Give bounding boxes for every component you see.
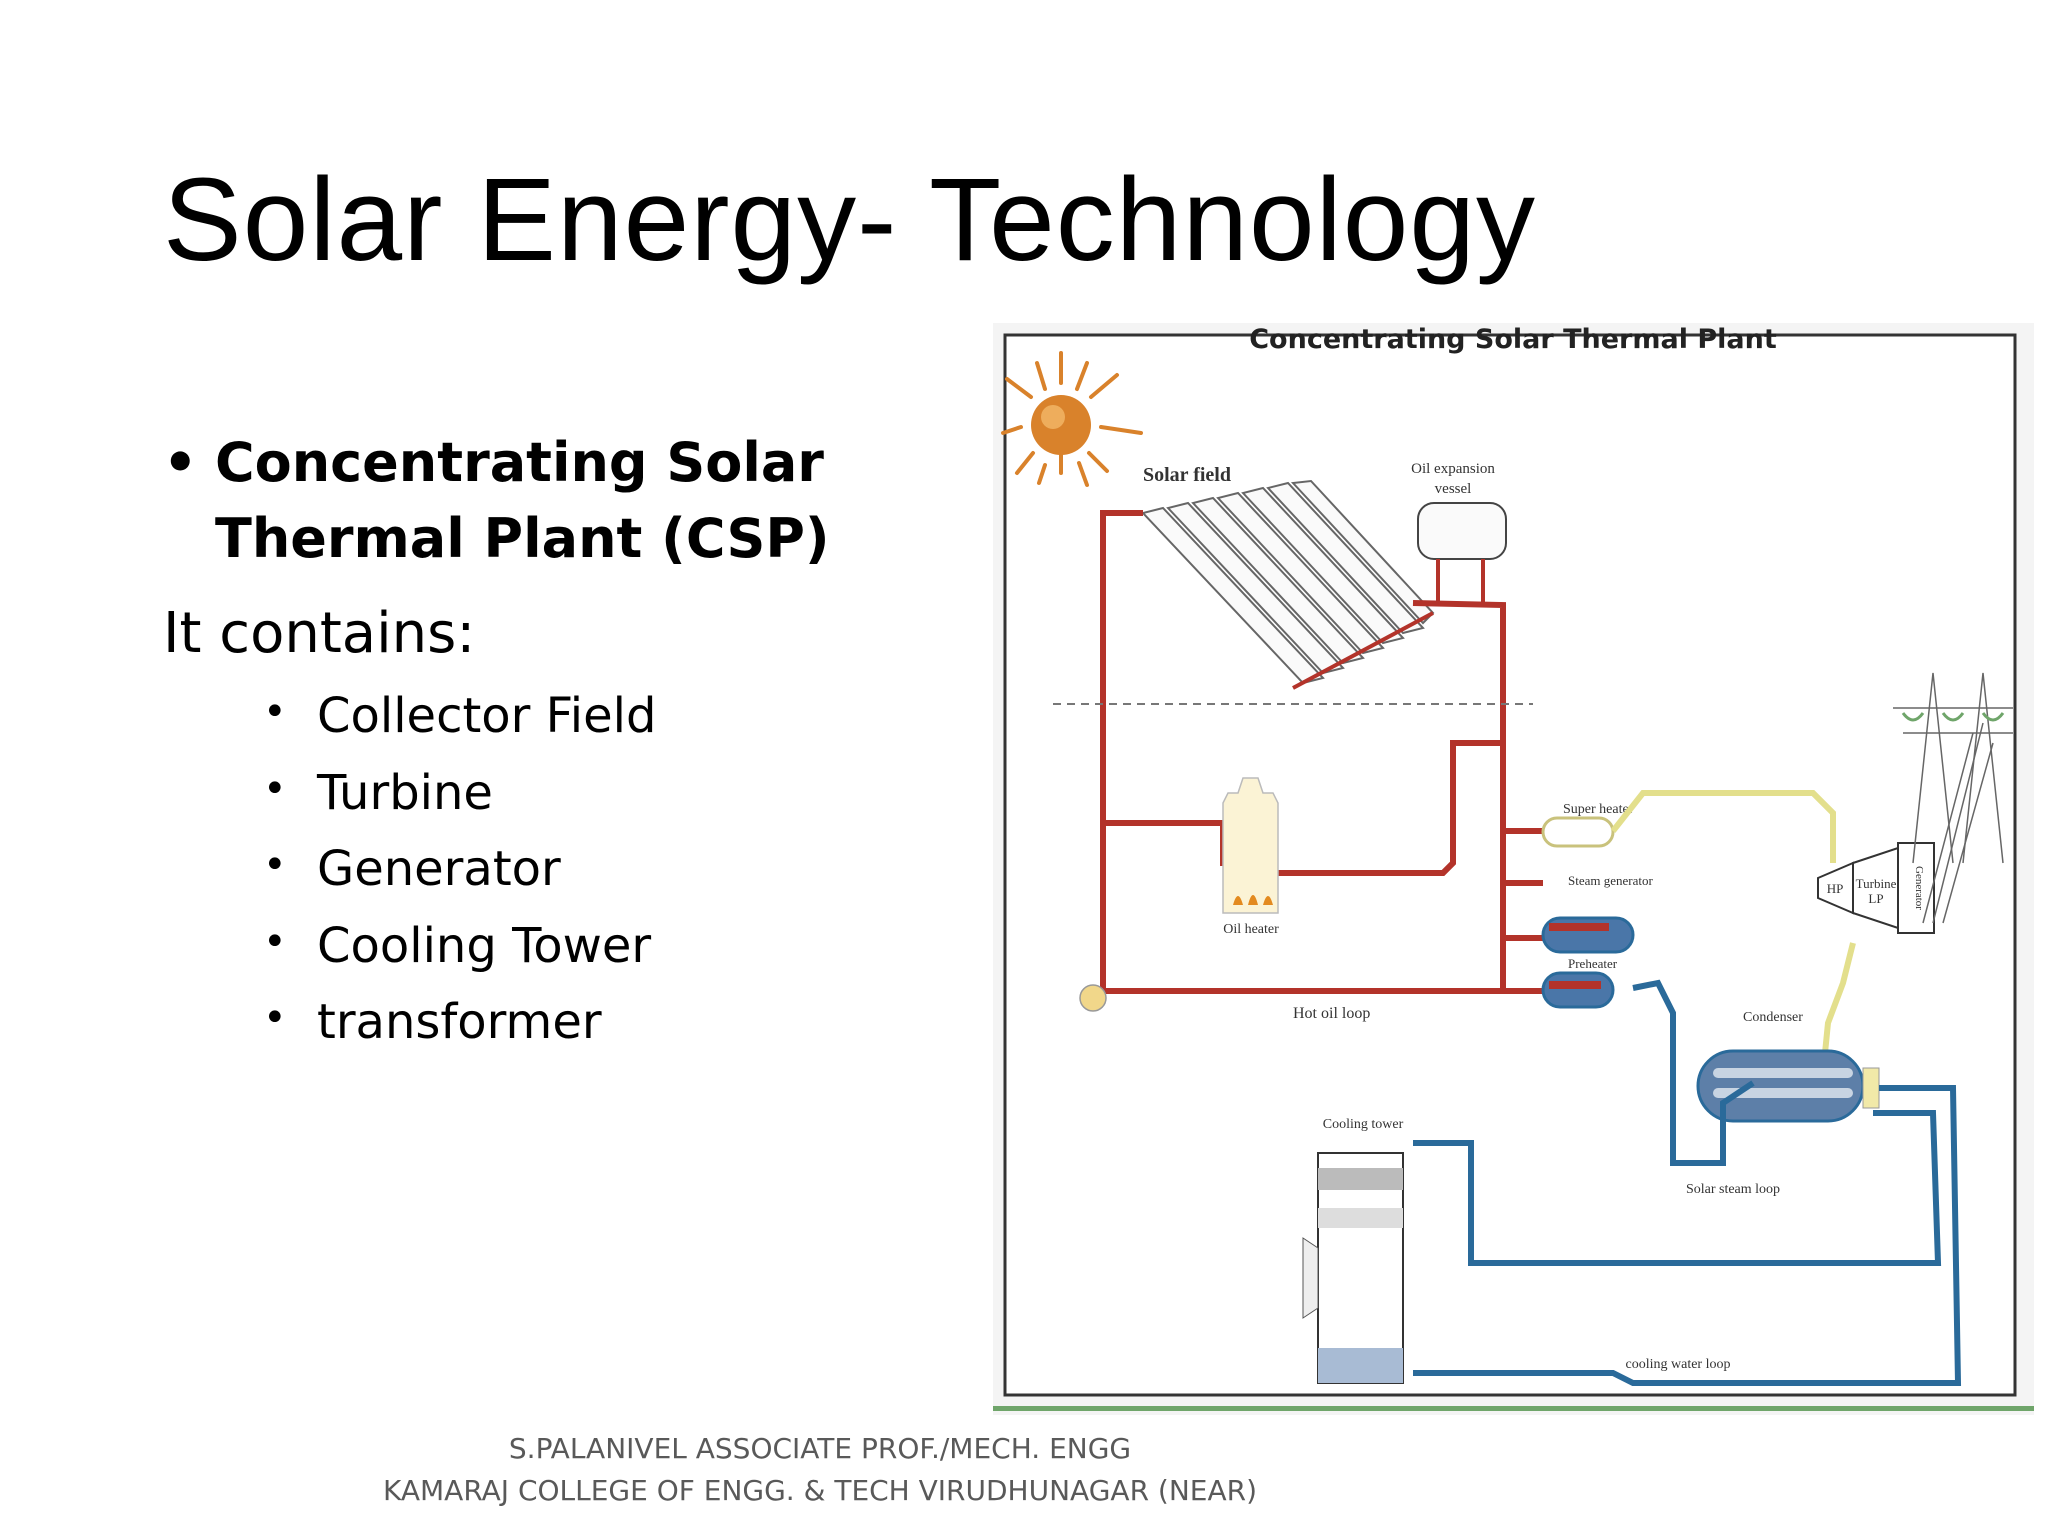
- label-solar-field: Solar field: [1143, 464, 1231, 486]
- list-item: •Turbine: [263, 762, 656, 839]
- main-bullet-line-1: Concentrating Solar: [215, 431, 824, 494]
- label-preheater: Preheater: [1568, 956, 1618, 971]
- label-super-heater: Super heater: [1563, 802, 1634, 817]
- condenser: [1696, 1049, 1880, 1123]
- component-list: •Collector Field •Turbine •Generator •Co…: [263, 685, 656, 1068]
- label-steam-generator: Steam generator: [1568, 873, 1653, 888]
- label-cooling-water-loop: cooling water loop: [1626, 1357, 1731, 1372]
- oil-expansion-vessel: [1417, 502, 1507, 560]
- steam-line: [1610, 790, 1856, 1074]
- label-condenser: Condenser: [1743, 1010, 1803, 1025]
- label-turbine: Turbine: [1856, 876, 1897, 891]
- cooling-water-loop: [1413, 979, 1962, 1386]
- list-item: •Generator: [263, 838, 656, 915]
- transmission-tower-icon: [1893, 672, 2013, 924]
- heat-exchangers: [1541, 816, 1635, 1009]
- pump-icon: [1079, 984, 1107, 1012]
- list-item: •Collector Field: [263, 685, 656, 762]
- main-bullet: • Concentrating Solar Thermal Plant (CSP…: [163, 425, 863, 577]
- label-solar-steam-loop: Solar steam loop: [1686, 1182, 1780, 1197]
- label-hot-oil-loop: Hot oil loop: [1293, 1005, 1370, 1022]
- contains-label: It contains:: [163, 601, 476, 666]
- list-item: •Cooling Tower: [263, 915, 656, 992]
- label-generator: Generator: [1913, 866, 1925, 910]
- list-item-label: Collector Field: [317, 688, 657, 744]
- label-cooling-tower: Cooling tower: [1323, 1117, 1404, 1132]
- turbine-generator: [1817, 842, 1935, 934]
- label-oil-heater: Oil heater: [1223, 922, 1279, 937]
- label-oil-expansion-1: Oil expansion: [1411, 461, 1495, 477]
- main-bullet-text: Concentrating Solar Thermal Plant (CSP): [215, 425, 830, 577]
- oil-heater: [1222, 777, 1279, 914]
- ground-line: [993, 1406, 2034, 1411]
- label-hp: HP: [1827, 881, 1844, 896]
- bullet-dot: •: [163, 431, 198, 494]
- footer-line-1: S.PALANIVEL ASSOCIATE PROF./MECH. ENGG: [508, 1432, 1132, 1465]
- main-bullet-line-2: Thermal Plant (CSP): [215, 507, 830, 570]
- label-oil-expansion-2: vessel: [1435, 481, 1472, 497]
- footer-line-2: KAMARAJ COLLEGE OF ENGG. & TECH VIRUDHUN…: [382, 1474, 1258, 1507]
- list-item-label: transformer: [317, 994, 602, 1050]
- list-item-label: Turbine: [317, 764, 493, 821]
- solar-field-collectors: [1141, 479, 1435, 690]
- list-item: •transformer: [263, 991, 656, 1068]
- cooling-tower: [1302, 1152, 1404, 1384]
- diagram-title: Concentrating Solar Thermal Plant: [1249, 324, 1777, 355]
- slide-title: Solar Energy- Technology: [163, 154, 1537, 286]
- label-lp: LP: [1868, 891, 1883, 906]
- sun-icon: [1001, 351, 1143, 487]
- list-item-label: Cooling Tower: [317, 917, 652, 974]
- csp-plant-diagram: Concentrating Solar Thermal Plant Solar …: [993, 323, 2034, 1415]
- list-item-label: Generator: [317, 841, 561, 897]
